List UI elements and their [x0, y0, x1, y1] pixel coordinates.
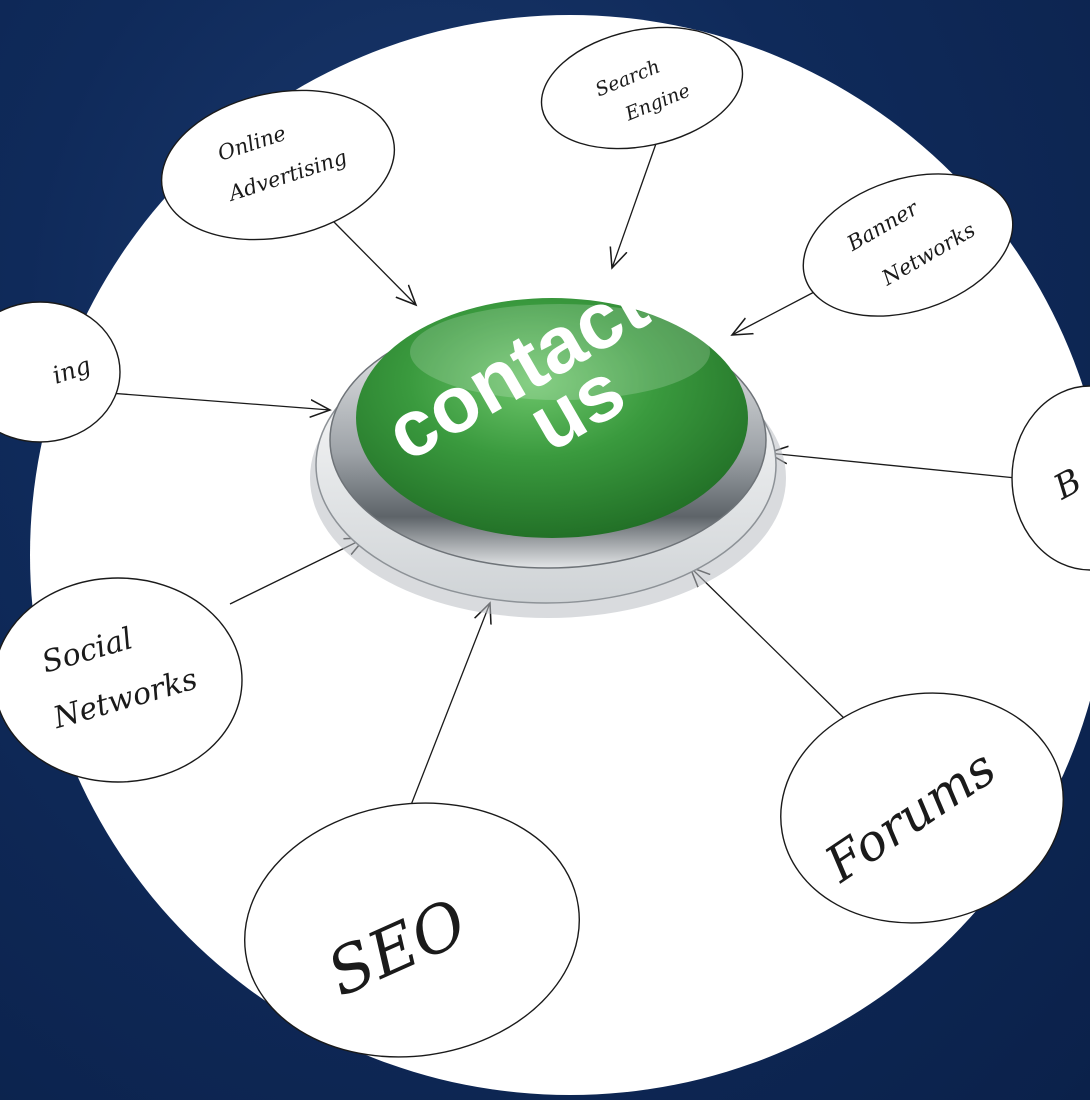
node-left-partial — [0, 301, 121, 443]
node-social-networks — [0, 577, 243, 783]
node-ellipses — [0, 26, 1090, 1058]
node-forums — [780, 692, 1064, 924]
contact-us-button[interactable]: contact us — [310, 259, 786, 618]
arrow-right-partial — [768, 453, 1017, 479]
arrow-left-partial — [95, 391, 330, 410]
arrow-seo — [401, 603, 490, 829]
connector-arrows — [95, 137, 1017, 829]
arrow-search-engine — [612, 137, 659, 268]
node-search-engine — [540, 26, 744, 150]
node-seo — [244, 802, 580, 1058]
arrow-banner-networks — [732, 289, 819, 335]
button-highlight — [410, 304, 710, 400]
arrow-forums — [690, 567, 849, 723]
node-banner-networks — [802, 173, 1014, 317]
arrow-online-advertising — [333, 221, 416, 305]
button-green-cap — [356, 298, 748, 538]
arrow-social-networks — [229, 538, 365, 605]
node-online-advertising — [160, 89, 396, 241]
node-right-partial — [1011, 385, 1090, 571]
